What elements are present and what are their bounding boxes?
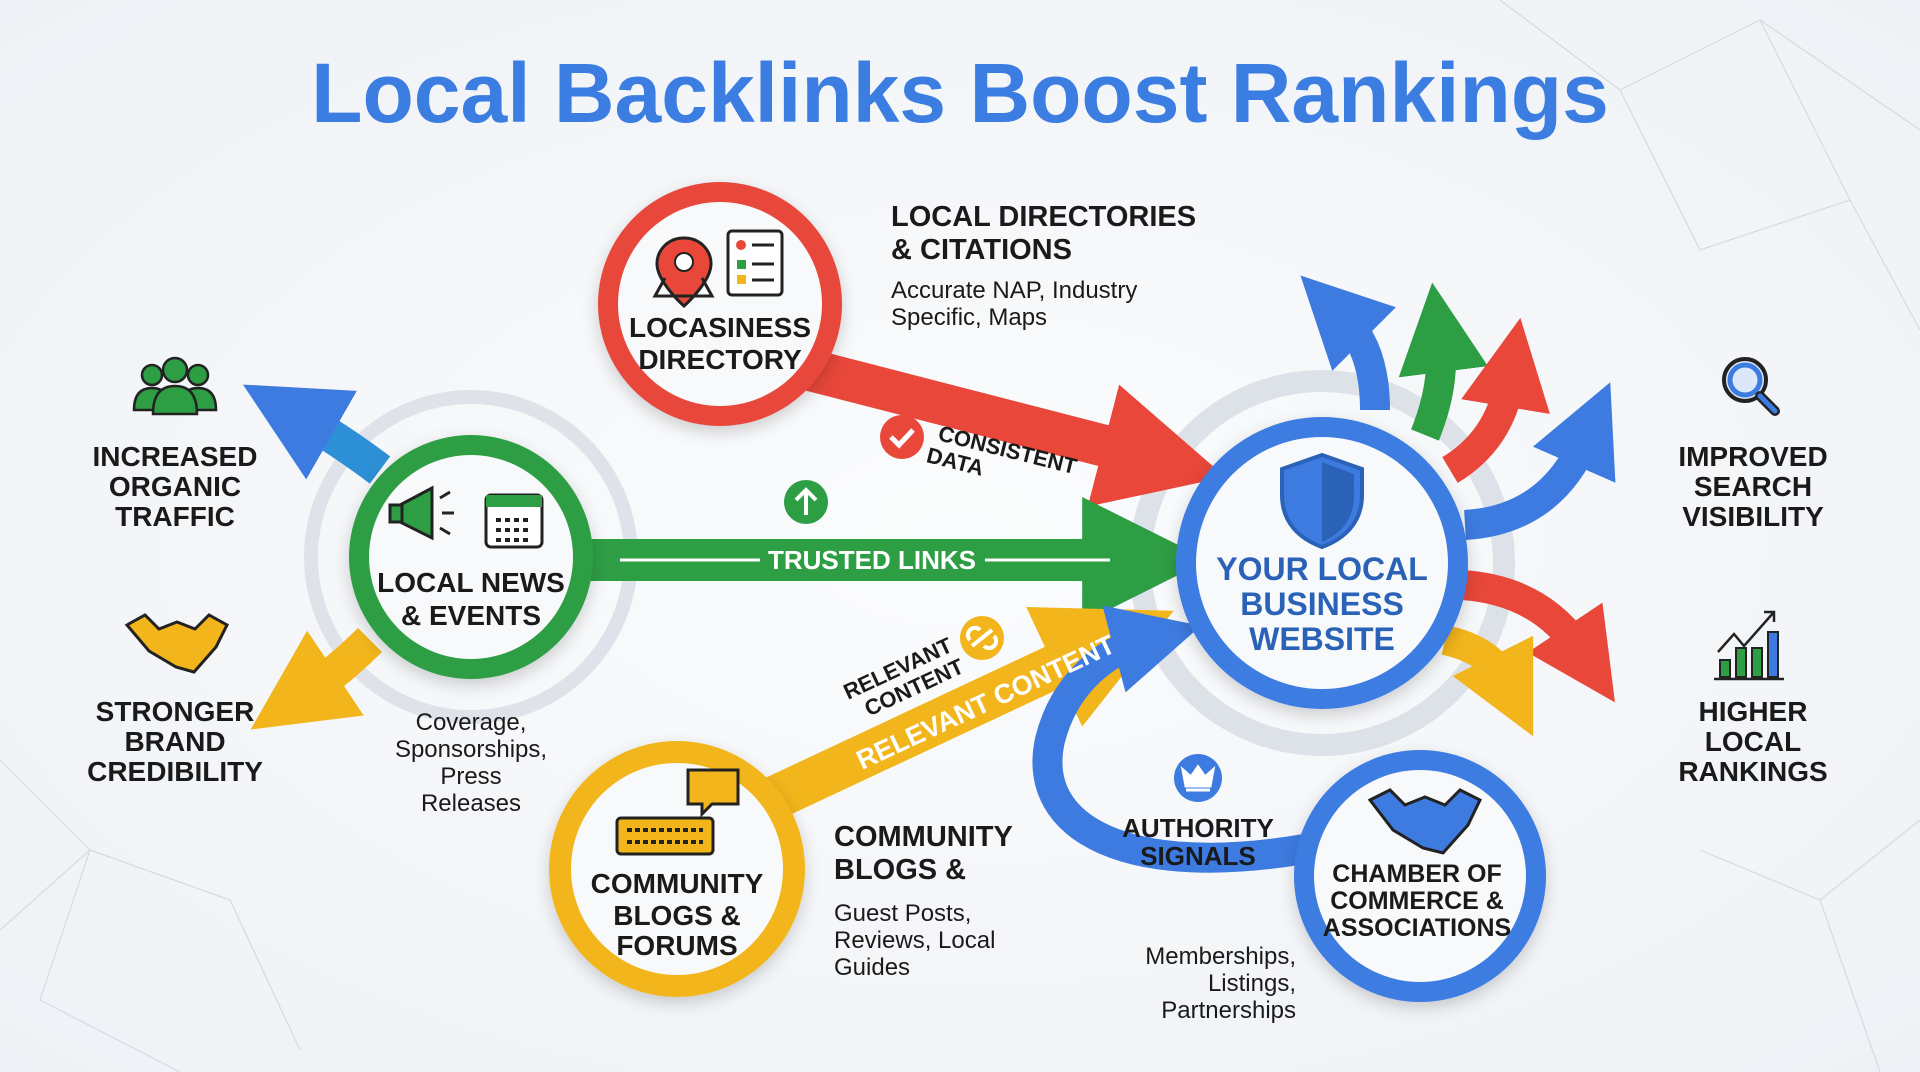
rankings-label: LOCAL xyxy=(1705,726,1801,757)
bar-chart-icon xyxy=(1714,610,1784,681)
center-line: YOUR LOCAL xyxy=(1216,551,1428,587)
output-arrow-red-up xyxy=(1441,317,1550,483)
people-icon xyxy=(132,356,218,416)
output-arrow-blue-right xyxy=(1463,382,1616,540)
output-arrow-red-right xyxy=(1460,570,1615,703)
chamber-node: CHAMBER OF COMMERCE & ASSOCIATIONS xyxy=(1294,750,1546,1002)
rankings-label: HIGHER xyxy=(1699,696,1808,727)
news-desc: Coverage, xyxy=(416,709,527,736)
authority-signals-label: SIGNALS xyxy=(1140,841,1256,871)
handshake-icon xyxy=(124,613,229,674)
arrow-to-traffic xyxy=(243,384,391,484)
rankings-label: RANKINGS xyxy=(1678,756,1827,787)
directory-circle-line: DIRECTORY xyxy=(638,344,802,375)
checklist-icon xyxy=(726,229,784,297)
output-arrow-blue-up xyxy=(1300,275,1396,411)
visibility-label: IMPROVED xyxy=(1678,441,1827,472)
map-pin-icon xyxy=(652,236,715,309)
magnifier-icon xyxy=(1722,357,1780,416)
output-arrow-yellow-right xyxy=(1441,625,1534,737)
news-circle-line: & EVENTS xyxy=(401,600,541,631)
blogs-desc: Guides xyxy=(834,954,910,981)
link-icon xyxy=(960,616,1004,660)
traffic-label: TRAFFIC xyxy=(115,501,235,532)
calendar-icon xyxy=(484,493,544,549)
authority-signals-label: AUTHORITY xyxy=(1122,813,1274,843)
news-desc: Sponsorships, xyxy=(395,736,547,763)
directory-desc: Accurate NAP, Industry xyxy=(891,277,1137,304)
center-line: BUSINESS xyxy=(1240,586,1404,622)
chamber-circle-line: COMMERCE & xyxy=(1330,887,1504,915)
arrow-blogs-to-center xyxy=(760,607,1174,820)
news-node: LOCAL NEWS & EVENTS xyxy=(349,435,593,679)
chamber-desc: Memberships, xyxy=(1145,943,1296,970)
traffic-label: INCREASED xyxy=(93,441,258,472)
credibility-label: CREDIBILITY xyxy=(87,756,263,787)
megaphone-icon xyxy=(388,485,454,541)
output-arrows xyxy=(1300,275,1616,737)
page-title: Local Backlinks Boost Rankings xyxy=(311,46,1609,140)
handshake-icon xyxy=(1367,788,1482,855)
credibility-label: BRAND xyxy=(124,726,225,757)
credibility-label: STRONGER xyxy=(96,696,255,727)
keyboard-chat-icon xyxy=(615,768,740,856)
chamber-circle-line: ASSOCIATIONS xyxy=(1323,914,1511,942)
directory-circle-line: LOCASINESS xyxy=(629,312,811,343)
chamber-circle-line: CHAMBER OF xyxy=(1332,860,1501,888)
check-icon xyxy=(880,415,924,459)
directory-heading: & CITATIONS xyxy=(891,234,1072,266)
news-desc: Press xyxy=(440,763,501,790)
blogs-node: COMMUNITY BLOGS & FORUMS xyxy=(549,741,805,997)
traffic-label: ORGANIC xyxy=(109,471,241,502)
news-circle-line: LOCAL NEWS xyxy=(377,567,565,598)
arrow-up-icon xyxy=(784,480,828,524)
crown-icon xyxy=(1174,754,1222,802)
chamber-desc: Partnerships xyxy=(1161,997,1296,1024)
arrow-to-credibility xyxy=(250,627,383,730)
center-line: WEBSITE xyxy=(1249,621,1395,657)
directory-node: LOCASINESS DIRECTORY xyxy=(598,182,842,426)
arrow-directory-to-center xyxy=(804,349,1226,507)
trusted-links-label: TRUSTED LINKS xyxy=(768,545,976,575)
chamber-desc: Listings, xyxy=(1208,970,1296,997)
center-node: YOUR LOCAL BUSINESS WEBSITE xyxy=(1176,417,1468,709)
blogs-heading: BLOGS & xyxy=(834,854,966,886)
directory-desc: Specific, Maps xyxy=(891,304,1047,331)
blogs-circle-line: COMMUNITY xyxy=(591,868,764,899)
blogs-circle-line: FORUMS xyxy=(616,930,737,961)
output-arrow-green-up xyxy=(1398,282,1488,441)
blogs-heading: COMMUNITY xyxy=(834,821,1013,853)
news-desc: Releases xyxy=(421,790,521,817)
visibility-label: VISIBILITY xyxy=(1682,501,1824,532)
blogs-desc: Guest Posts, xyxy=(834,900,971,927)
directory-heading: LOCAL DIRECTORIES xyxy=(891,201,1196,233)
visibility-label: SEARCH xyxy=(1694,471,1812,502)
shield-icon xyxy=(1280,452,1364,550)
blogs-desc: Reviews, Local xyxy=(834,927,995,954)
blogs-circle-line: BLOGS & xyxy=(613,900,741,931)
arrow-chamber-to-center xyxy=(1032,605,1313,873)
